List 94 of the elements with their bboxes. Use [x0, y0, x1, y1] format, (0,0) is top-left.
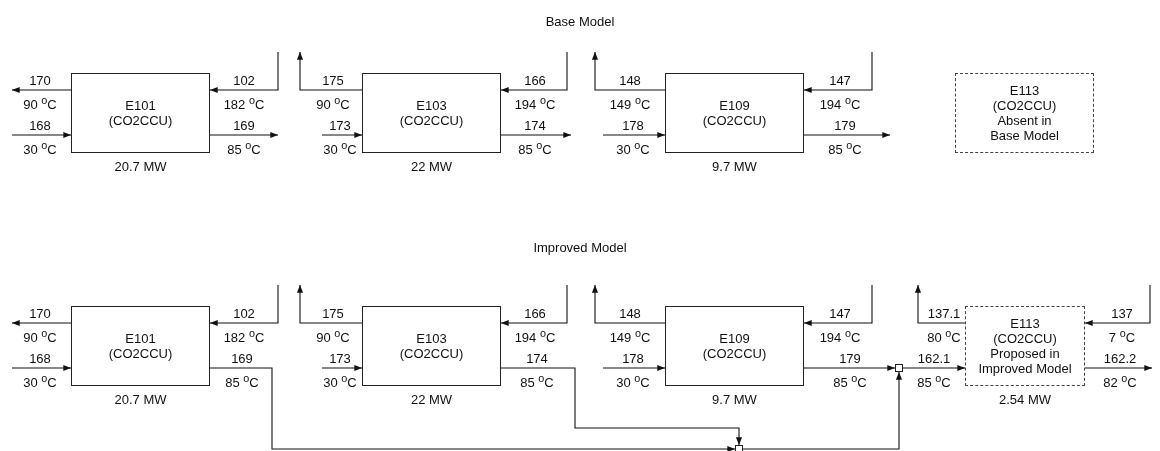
- stream-arrow: [296, 284, 363, 324]
- stream-label: 169 85 $^{o}$C: [227, 119, 261, 158]
- heat-exchanger-box: [71, 306, 210, 386]
- stream-arrow: [209, 367, 736, 451]
- stream-arrow: [500, 284, 568, 327]
- mixer-box: [895, 364, 903, 372]
- stream-label: 175 90 $^{o}$C: [316, 74, 350, 113]
- equipment-tag: E103: [416, 98, 447, 113]
- stream-arrow: [11, 86, 72, 94]
- stream-label: 102 182 $^{o}$C: [223, 74, 265, 113]
- equipment-type: (CO2CCU): [108, 113, 173, 128]
- stream-label: 137.1 80 $^{o}$C: [927, 307, 961, 346]
- stream-arrow: [1084, 284, 1151, 327]
- duty-label: 22 MW: [410, 392, 453, 407]
- stream-arrow: [803, 51, 873, 94]
- stream-label: 173 30 $^{o}$C: [323, 119, 357, 158]
- equipment-type: (CO2CCU): [702, 113, 767, 128]
- stream-arrow: [591, 51, 666, 91]
- equipment-tag: E109: [719, 331, 750, 346]
- stream-label: 137 7 $^{o}$C: [1108, 307, 1136, 346]
- mixer-box: [735, 445, 743, 451]
- stream-label: 173 30 $^{o}$C: [323, 352, 357, 391]
- stream-label: 174 85 $^{o}$C: [520, 352, 554, 391]
- stream-label: 147 194 $^{o}$C: [819, 307, 861, 346]
- stream-label: 162.2 82 $^{o}$C: [1103, 352, 1137, 391]
- stream-arrow: [803, 284, 873, 327]
- stream-label: 174 85 $^{o}$C: [518, 119, 552, 158]
- stream-arrow: [602, 364, 666, 372]
- stream-label: 178 30 $^{o}$C: [616, 119, 650, 158]
- stream-arrow: [591, 284, 666, 324]
- stream-label: 179 85 $^{o}$C: [828, 119, 862, 158]
- equipment-tag: E113: [1010, 316, 1040, 331]
- stream-arrow: [11, 319, 72, 327]
- heat-exchanger-box: [71, 73, 210, 153]
- stream-arrow: [209, 131, 279, 139]
- equipment-tag: E101: [125, 98, 156, 113]
- stream-arrow: [742, 371, 903, 450]
- stream-label: 166 194 $^{o}$C: [514, 74, 556, 113]
- stream-arrow: [500, 51, 568, 94]
- duty-label: 2.54 MW: [999, 392, 1051, 407]
- stream-label: 148 149 $^{o}$C: [609, 307, 651, 346]
- stream-arrow: [602, 131, 666, 139]
- stream-arrow: [500, 367, 743, 446]
- duty-label: 22 MW: [410, 159, 453, 174]
- equipment-type: (CO2CCU): [992, 98, 1057, 113]
- equipment-type: (CO2CCU): [399, 113, 464, 128]
- heat-exchanger-box: [665, 73, 804, 153]
- stream-label: 169 85 $^{o}$C: [225, 352, 259, 391]
- section-title: Base Model: [545, 14, 615, 29]
- stream-label: 168 30 $^{o}$C: [23, 119, 57, 158]
- stream-label: 168 30 $^{o}$C: [23, 352, 57, 391]
- heat-exchanger-box: [955, 73, 1094, 153]
- stream-label: 178 30 $^{o}$C: [616, 352, 650, 391]
- duty-label: 9.7 MW: [712, 392, 757, 407]
- equipment-type: (CO2CCU): [702, 346, 767, 361]
- stream-arrow: [500, 131, 572, 139]
- heat-exchanger-box: [965, 306, 1085, 386]
- stream-label: 166 194 $^{o}$C: [514, 307, 556, 346]
- stream-arrow: [209, 284, 279, 327]
- duty-label: 20.7 MW: [114, 392, 167, 407]
- heat-exchanger-box: [362, 73, 501, 153]
- equipment-tag: E109: [719, 98, 750, 113]
- stream-label: 179 85 $^{o}$C: [833, 352, 867, 391]
- stream-arrow: [902, 364, 966, 372]
- stream-arrow: [296, 51, 363, 91]
- stream-arrow: [803, 131, 891, 139]
- duty-label: 20.7 MW: [114, 159, 167, 174]
- duty-label: 9.7 MW: [712, 159, 757, 174]
- stream-arrow: [321, 131, 363, 139]
- stream-label: 170 90 $^{o}$C: [23, 307, 57, 346]
- stream-arrow: [803, 364, 896, 372]
- heat-exchanger-box: [362, 306, 501, 386]
- stream-arrow: [321, 364, 363, 372]
- stream-label: 162.1 85 $^{o}$C: [917, 352, 951, 391]
- stream-arrow: [209, 51, 279, 94]
- equipment-type: (CO2CCU): [108, 346, 173, 361]
- equipment-tag: E103: [416, 331, 447, 346]
- stream-label: 147 194 $^{o}$C: [819, 74, 861, 113]
- stream-arrow: [11, 364, 72, 372]
- status-note: Absent in Base Model: [989, 113, 1060, 143]
- status-note: Proposed in Improved Model: [977, 346, 1073, 376]
- equipment-tag: E101: [125, 331, 156, 346]
- stream-arrow: [1084, 364, 1153, 372]
- stream-label: 170 90 $^{o}$C: [23, 74, 57, 113]
- section-title: Improved Model: [533, 240, 627, 255]
- equipment-type: (CO2CCU): [993, 331, 1057, 346]
- stream-label: 175 90 $^{o}$C: [316, 307, 350, 346]
- heat-exchanger-box: [665, 306, 804, 386]
- stream-arrow: [11, 131, 72, 139]
- equipment-tag: E113: [1009, 83, 1040, 98]
- stream-label: 148 149 $^{o}$C: [609, 74, 651, 113]
- stream-label: 102 182 $^{o}$C: [223, 307, 265, 346]
- equipment-type: (CO2CCU): [399, 346, 464, 361]
- stream-arrow: [914, 284, 966, 324]
